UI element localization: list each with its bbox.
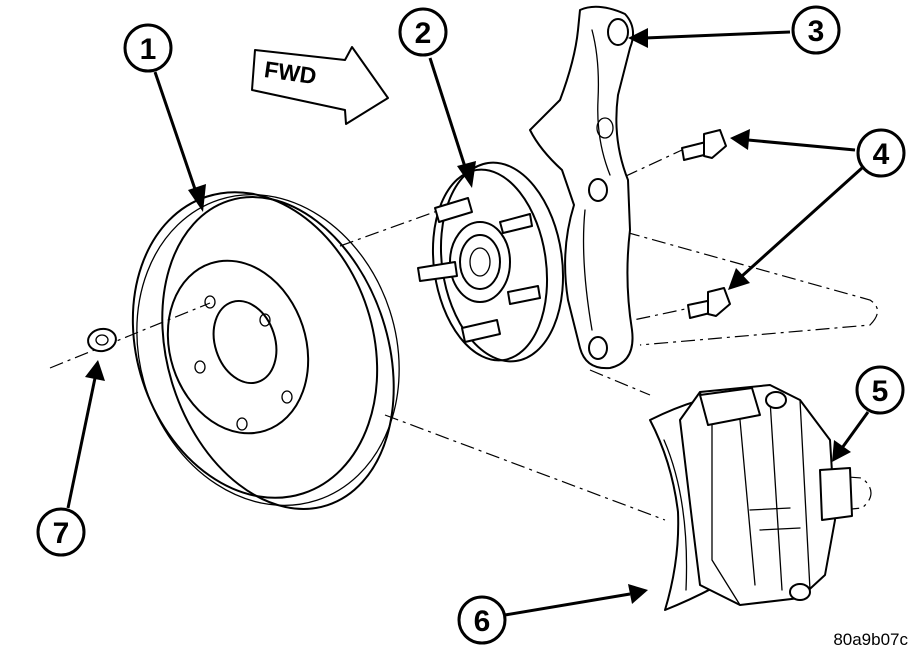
disc-brake-caliper: [679, 384, 853, 606]
steering-knuckle: [529, 5, 635, 370]
callout-6: 6: [457, 595, 507, 645]
callout-number: 7: [53, 517, 70, 550]
callouts: 1 2 3 4 5 6 7: [36, 5, 906, 645]
callout-5: 5: [855, 365, 905, 415]
callout-1: 1: [123, 23, 173, 73]
hub-and-bearing: [417, 161, 565, 363]
callout-3: 3: [791, 5, 841, 55]
callout-number: 6: [474, 605, 491, 638]
wheel-stud: [461, 319, 501, 343]
callout-number: 2: [415, 17, 432, 50]
leader-lines: [66, 28, 870, 617]
wheel-stud: [499, 213, 533, 234]
wheel-stud: [507, 285, 541, 305]
callout-4: 4: [856, 128, 906, 178]
wheel-stud: [434, 197, 473, 223]
callout-7: 7: [36, 507, 86, 557]
callout-number: 5: [872, 375, 889, 408]
brake-rotor: [131, 191, 400, 510]
lower-bolt: [687, 287, 731, 319]
callout-number: 4: [873, 138, 890, 171]
callout-number: 3: [808, 15, 825, 48]
caliper-guide-pin-bolts: [681, 129, 731, 319]
forward-direction-arrow: FWD: [251, 46, 389, 125]
upper-bolt: [681, 129, 727, 161]
retaining-clip: [87, 327, 117, 353]
callout-number: 1: [140, 33, 157, 66]
wheel-stud: [417, 261, 458, 282]
callout-2: 2: [398, 7, 448, 57]
figure-id: 80a9b07c: [833, 630, 908, 649]
alignment-lines: [49, 149, 879, 521]
